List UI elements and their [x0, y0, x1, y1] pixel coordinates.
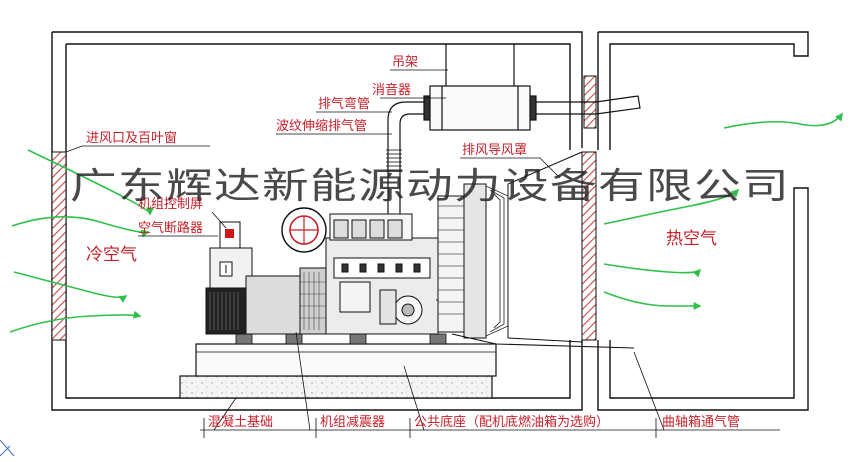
concrete-foundation — [179, 375, 493, 399]
cold-air-arrow-4 — [9, 310, 142, 333]
cold-air-arrow-3 — [13, 271, 128, 303]
hot-air-arrow-4 — [603, 291, 702, 310]
exhaust-air-hood — [507, 151, 583, 343]
hot-air-arrow-1 — [723, 112, 843, 129]
cold-air-arrow-2 — [11, 216, 150, 238]
label-common-base: 公共底座（配机底燃油箱为选购） — [414, 414, 609, 430]
company-watermark: 广东辉达新能源动力设备有限公司 — [70, 166, 790, 207]
label-exhaust-hood: 排风导风罩 — [462, 143, 527, 158]
label-concrete-foundation: 混凝土基础 — [208, 414, 273, 430]
label-crankcase-vent: 曲轴箱通气管 — [662, 414, 740, 430]
label-air-breaker: 空气断路器 — [138, 220, 203, 236]
label-control-panel: 机组控制屏 — [138, 197, 203, 212]
cold-air-arrow-1 — [27, 149, 154, 216]
control-panel — [219, 221, 241, 249]
air-inlet-louver — [51, 151, 67, 341]
zone-cold-air: 冷空气 — [86, 245, 137, 265]
exhaust-louver — [581, 151, 597, 341]
common-base — [195, 343, 497, 377]
leader-lines — [65, 69, 780, 438]
alternator — [205, 247, 327, 335]
label-air-inlet: 进风口及百叶窗 — [86, 130, 177, 146]
corner-mark — [0, 439, 15, 457]
label-hanger: 吊架 — [392, 55, 418, 70]
fan-pulley — [281, 207, 327, 253]
radiator — [437, 183, 509, 339]
label-exhaust-elbow: 排气弯管 — [318, 96, 370, 112]
hot-air-arrow-2 — [603, 188, 740, 225]
labels: 吊架 消音器 排气弯管 波纹伸缩排气管 排风导风罩 进风口及百叶窗 机组控制屏 … — [86, 55, 740, 430]
hot-air-arrow-3 — [603, 263, 702, 278]
crankcase-vent-pipe — [451, 333, 635, 349]
label-bellows-exhaust: 波纹伸缩排气管 — [276, 118, 367, 134]
diesel-engine — [325, 213, 453, 335]
zone-hot-air: 热空气 — [666, 229, 717, 249]
airflow-arrows — [9, 112, 843, 333]
vibration-isolators — [235, 333, 447, 345]
exhaust-system — [386, 85, 641, 214]
label-vibration-isolator: 机组减震器 — [320, 415, 385, 430]
muffler-hanger — [445, 44, 515, 86]
label-muffler: 消音器 — [372, 82, 411, 98]
